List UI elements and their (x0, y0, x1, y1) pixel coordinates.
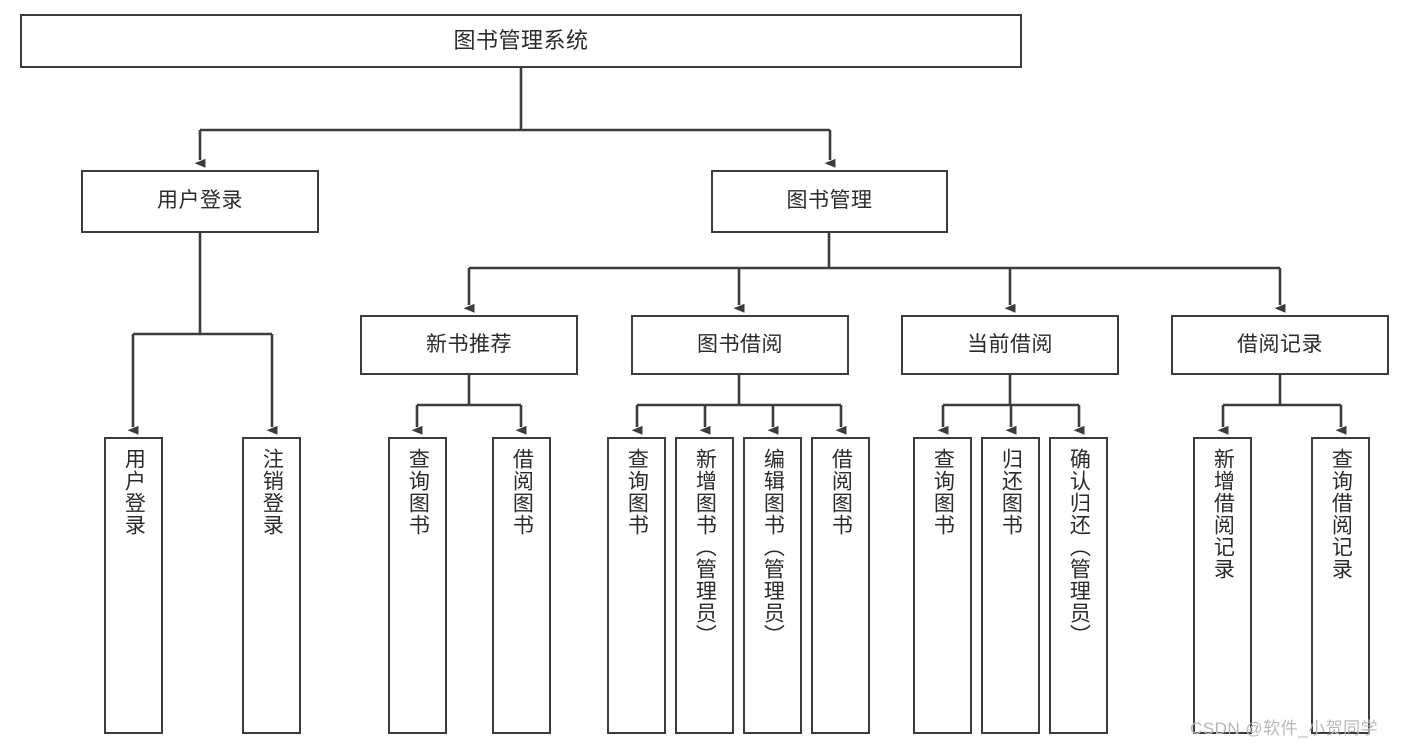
node-label: 借阅图书 (829, 448, 853, 536)
node-label: 查询图书 (406, 448, 430, 536)
node-label: 注销登录 (260, 448, 284, 536)
node-label: 当前借阅 (967, 332, 1053, 356)
leaf-logout[interactable]: 注销登录 (242, 437, 301, 734)
node-label: 确认归还（管理员） (1067, 448, 1091, 646)
node-label: 借阅图书 (510, 448, 534, 536)
node-label: 新书推荐 (426, 332, 512, 356)
node-label: 图书管理 (786, 189, 873, 213)
node-borrowing-record[interactable]: 借阅记录 (1171, 315, 1389, 375)
node-label: 归还图书 (999, 448, 1023, 536)
node-label: 编辑图书（管理员） (761, 448, 785, 646)
leaf-user-login[interactable]: 用户登录 (104, 437, 163, 734)
node-book-borrowing[interactable]: 图书借阅 (631, 315, 849, 375)
leaf-query-borrow-record[interactable]: 查询借阅记录 (1311, 437, 1370, 734)
node-label: 用户登录 (122, 448, 146, 536)
node-label: 图书管理系统 (453, 28, 589, 54)
node-label: 新增图书（管理员） (693, 448, 717, 646)
node-user-login[interactable]: 用户登录 (81, 170, 319, 233)
leaf-add-borrow-record[interactable]: 新增借阅记录 (1193, 437, 1252, 734)
node-label: 借阅记录 (1237, 332, 1323, 356)
leaf-query-book-borrowing[interactable]: 查询图书 (607, 437, 666, 734)
leaf-borrow-book[interactable]: 借阅图书 (811, 437, 870, 734)
leaf-query-book-recommendation[interactable]: 查询图书 (388, 437, 447, 734)
node-new-book-recommendation[interactable]: 新书推荐 (360, 315, 578, 375)
leaf-edit-book-admin[interactable]: 编辑图书（管理员） (743, 437, 802, 734)
node-label: 查询借阅记录 (1329, 448, 1353, 580)
node-label: 新增借阅记录 (1211, 448, 1235, 580)
node-current-borrowing[interactable]: 当前借阅 (901, 315, 1119, 375)
node-label: 查询图书 (931, 448, 955, 536)
leaf-borrow-book-recommendation[interactable]: 借阅图书 (492, 437, 551, 734)
leaf-query-book-current[interactable]: 查询图书 (913, 437, 972, 734)
leaf-return-book[interactable]: 归还图书 (981, 437, 1040, 734)
leaf-add-book-admin[interactable]: 新增图书（管理员） (675, 437, 734, 734)
node-label: 图书借阅 (697, 332, 783, 356)
leaf-confirm-return-admin[interactable]: 确认归还（管理员） (1049, 437, 1108, 734)
node-root-book-management-system[interactable]: 图书管理系统 (20, 14, 1022, 68)
watermark: CSDN @软件_小贺同学 (1190, 719, 1379, 738)
node-label: 用户登录 (157, 189, 243, 213)
node-book-management[interactable]: 图书管理 (711, 170, 948, 233)
node-label: 查询图书 (625, 448, 649, 536)
